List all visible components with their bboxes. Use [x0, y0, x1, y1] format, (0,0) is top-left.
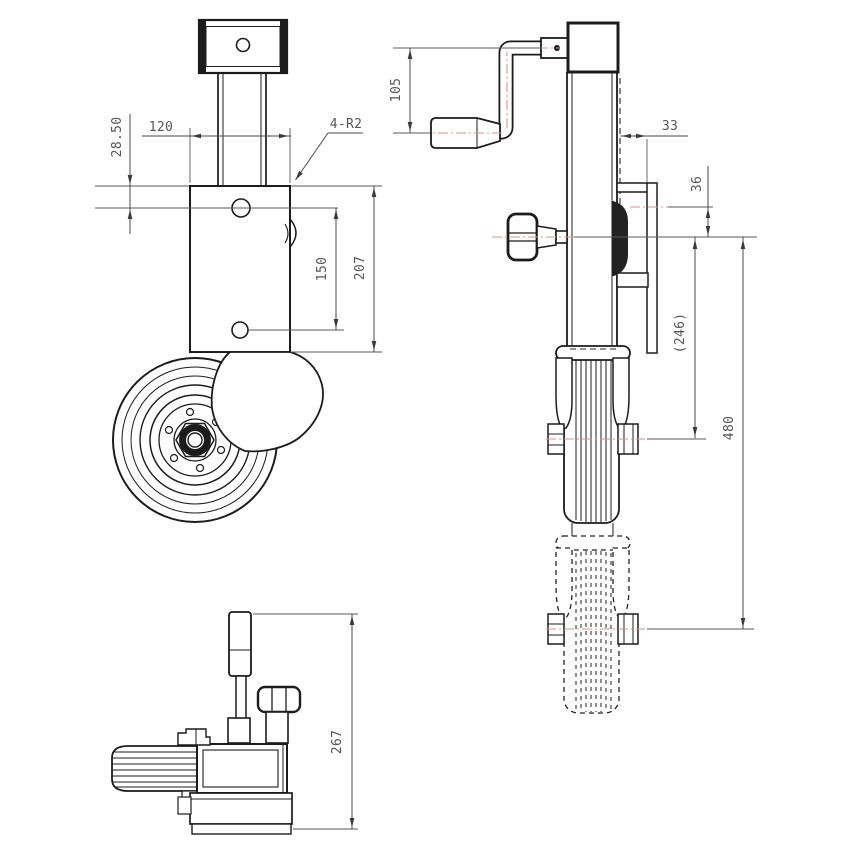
dim-text-4-r2: 4-R2 — [330, 117, 363, 132]
mounting-bracket-side — [612, 182, 658, 354]
clamp-lug-top — [177, 728, 211, 746]
housing-top — [196, 743, 288, 794]
plate-rolled-end-right — [280, 21, 286, 72]
bracket-top — [177, 792, 293, 835]
bracket-plate — [646, 182, 658, 354]
knob-head-top — [256, 685, 302, 714]
dim-bracket-offset: 33 — [620, 119, 688, 139]
dim-hole-spacing: 150 — [315, 208, 339, 330]
clamp-boss-front — [289, 218, 297, 248]
dimensions: 28.50 120 4-R2 150 207 — [95, 47, 757, 830]
top-view — [111, 611, 302, 835]
outer-housing-front — [189, 185, 297, 353]
fork-leg-left — [555, 357, 573, 429]
crank-grip-top — [228, 611, 252, 677]
swivel-wheel-front — [112, 351, 324, 523]
dim-overall-height-folded: 267 — [330, 614, 355, 829]
plate-hole — [235, 37, 251, 53]
wheel-top — [111, 737, 201, 800]
dim-hole-to-center: 36 — [690, 166, 711, 237]
axle-bush — [179, 424, 211, 456]
dim-text-267: 267 — [330, 730, 345, 754]
inner-tube-front — [217, 73, 267, 185]
axle-bore — [187, 432, 203, 448]
mounting-plate — [197, 18, 289, 75]
dim-text-105: 105 — [389, 78, 404, 102]
tire-treads — [575, 353, 612, 522]
fork-leg-right — [612, 357, 630, 429]
wheel-side-extended — [547, 535, 639, 714]
crank-top — [227, 611, 252, 744]
bracket-base-plate — [191, 823, 292, 835]
plate-rolled-end-left — [200, 21, 206, 72]
crank-shaft-top — [235, 675, 247, 721]
dim-center-to-axle-extended: 480 — [722, 237, 746, 629]
knob-stem-top — [265, 711, 289, 744]
clamp-knob-top — [256, 685, 302, 744]
dim-text-36: 36 — [690, 176, 705, 192]
dim-text-480: 480 — [722, 416, 737, 440]
dim-center-to-axle: (246) — [673, 237, 698, 438]
wheel-side-raised — [547, 345, 639, 524]
dim-text-33: 33 — [662, 119, 678, 134]
dim-corner-radius: 4-R2 — [295, 117, 363, 181]
dim-housing-height: 207 — [353, 186, 377, 352]
axle-hex-nut — [175, 422, 215, 458]
bracket-top-arm — [616, 182, 649, 193]
dim-crank-throw: 105 — [389, 48, 413, 133]
hub-bolt-holes — [164, 407, 226, 473]
dim-housing-width: 120 — [142, 120, 291, 139]
lower-bolt-hole — [231, 321, 249, 339]
clamp-jaw — [612, 201, 628, 276]
gear-housing-block — [566, 21, 620, 74]
tire-treads-extended — [575, 543, 612, 712]
clamp-knob-side — [492, 212, 574, 262]
crank-handle — [420, 37, 569, 149]
front-view — [112, 18, 324, 523]
bracket-foot — [177, 796, 192, 815]
fork-near-leg-front — [210, 351, 324, 453]
crank-base-top — [227, 717, 251, 744]
bracket-plate-top — [189, 792, 293, 825]
dim-plate-to-hole: 28.50 — [110, 114, 133, 234]
dim-text-28-50: 28.50 — [110, 117, 125, 158]
bracket-lower-arm — [616, 272, 649, 288]
dim-text-207: 207 — [353, 256, 368, 280]
fork-bridge-extended — [555, 535, 631, 551]
wheel-treads-top — [112, 751, 199, 788]
dim-text-120: 120 — [149, 120, 173, 135]
dim-text-150: 150 — [315, 257, 330, 281]
dim-text-246: (246) — [673, 313, 688, 354]
side-view — [420, 21, 658, 714]
